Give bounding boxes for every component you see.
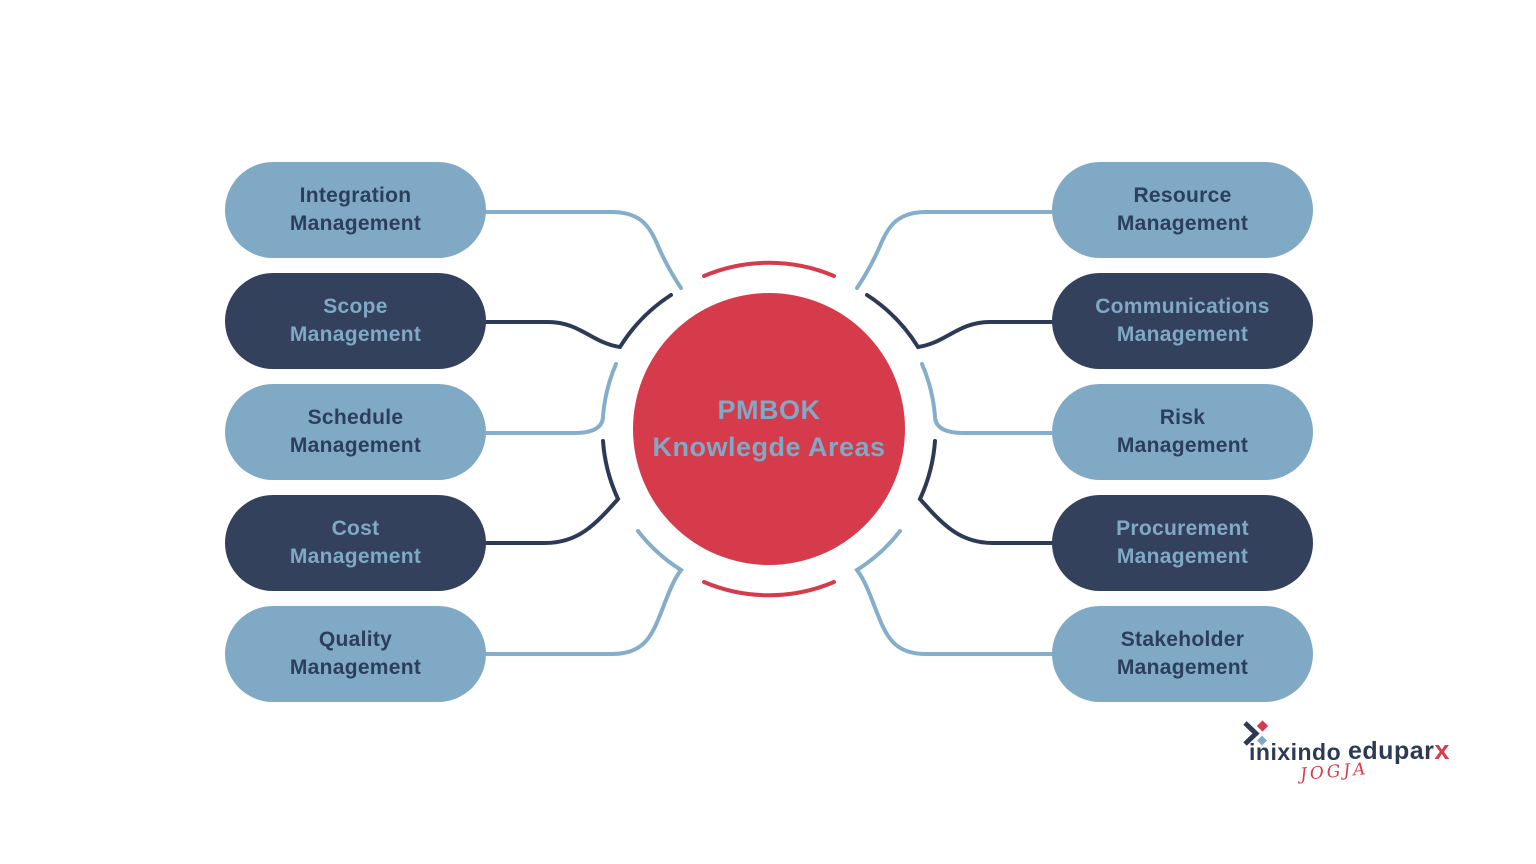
center-title-line2: Knowlegde Areas [652,432,886,462]
inixindo-logo-mark-icon [1243,720,1269,746]
node-schedule-management: Schedule Management [225,384,486,480]
logo-brand-eduparx-x: x [1434,735,1450,765]
node-label-line2: Management [289,323,422,346]
node-label-line2: Management [1116,434,1249,457]
logo-brand-inixindo: inixindo [1249,739,1342,765]
node-risk-management: Risk Management [1052,384,1313,480]
logo-brand-eduparx-main: edupar [1348,737,1435,765]
ring-arc-bottom [702,580,836,598]
logo-brand-eduparx: eduparx [1348,735,1450,766]
node-resource-management: Resource Management [1052,162,1313,258]
node-communications-management: Communications Management [1052,273,1313,369]
node-label-line1: Quality [318,628,393,651]
node-procurement-management: Procurement Management [1052,495,1313,591]
node-stakeholder-management: Stakeholder Management [1052,606,1313,702]
node-label-line2: Management [289,212,422,235]
node-label-line2: Management [289,545,422,568]
node-label-line2: Management [289,434,422,457]
node-label-line2: Management [1116,656,1249,679]
node-label-line1: Scope [323,295,388,318]
connector-risk [920,362,1054,435]
node-label-line1: Schedule [307,406,404,429]
connector-scope [484,293,673,350]
node-quality-management: Quality Management [225,606,486,702]
node-label-line1: Procurement [1116,517,1249,540]
node-scope-management: Scope Management [225,273,486,369]
connector-resource [855,210,1054,290]
node-label-line2: Management [1116,545,1249,568]
connector-stakeholder [854,529,1054,656]
node-label-line1: Risk [1159,406,1206,429]
ring-arc-top [702,260,836,278]
node-label-line2: Management [1116,323,1249,346]
node-label-line1: Stakeholder [1120,628,1245,651]
node-label-line1: Resource [1133,184,1232,207]
node-cost-management: Cost Management [225,495,486,591]
center-node-pmbok: PMBOK Knowlegde Areas [633,293,905,565]
connector-cost [484,439,621,545]
node-integration-management: Integration Management [225,162,486,258]
node-label-line1: Integration [299,184,412,207]
connector-procurement [917,439,1054,545]
node-label-line1: Cost [331,517,380,540]
node-label-line1: Communications [1095,295,1270,318]
connector-communications [865,293,1054,350]
center-title-line1: PMBOK [717,395,821,425]
node-label-line2: Management [289,656,422,679]
connector-integration [484,210,683,290]
node-label-line2: Management [1116,212,1249,235]
inixindo-eduparx-logo: inixindo eduparx JOGJA [1242,720,1492,785]
connector-quality [484,529,684,656]
connector-schedule [484,362,618,435]
